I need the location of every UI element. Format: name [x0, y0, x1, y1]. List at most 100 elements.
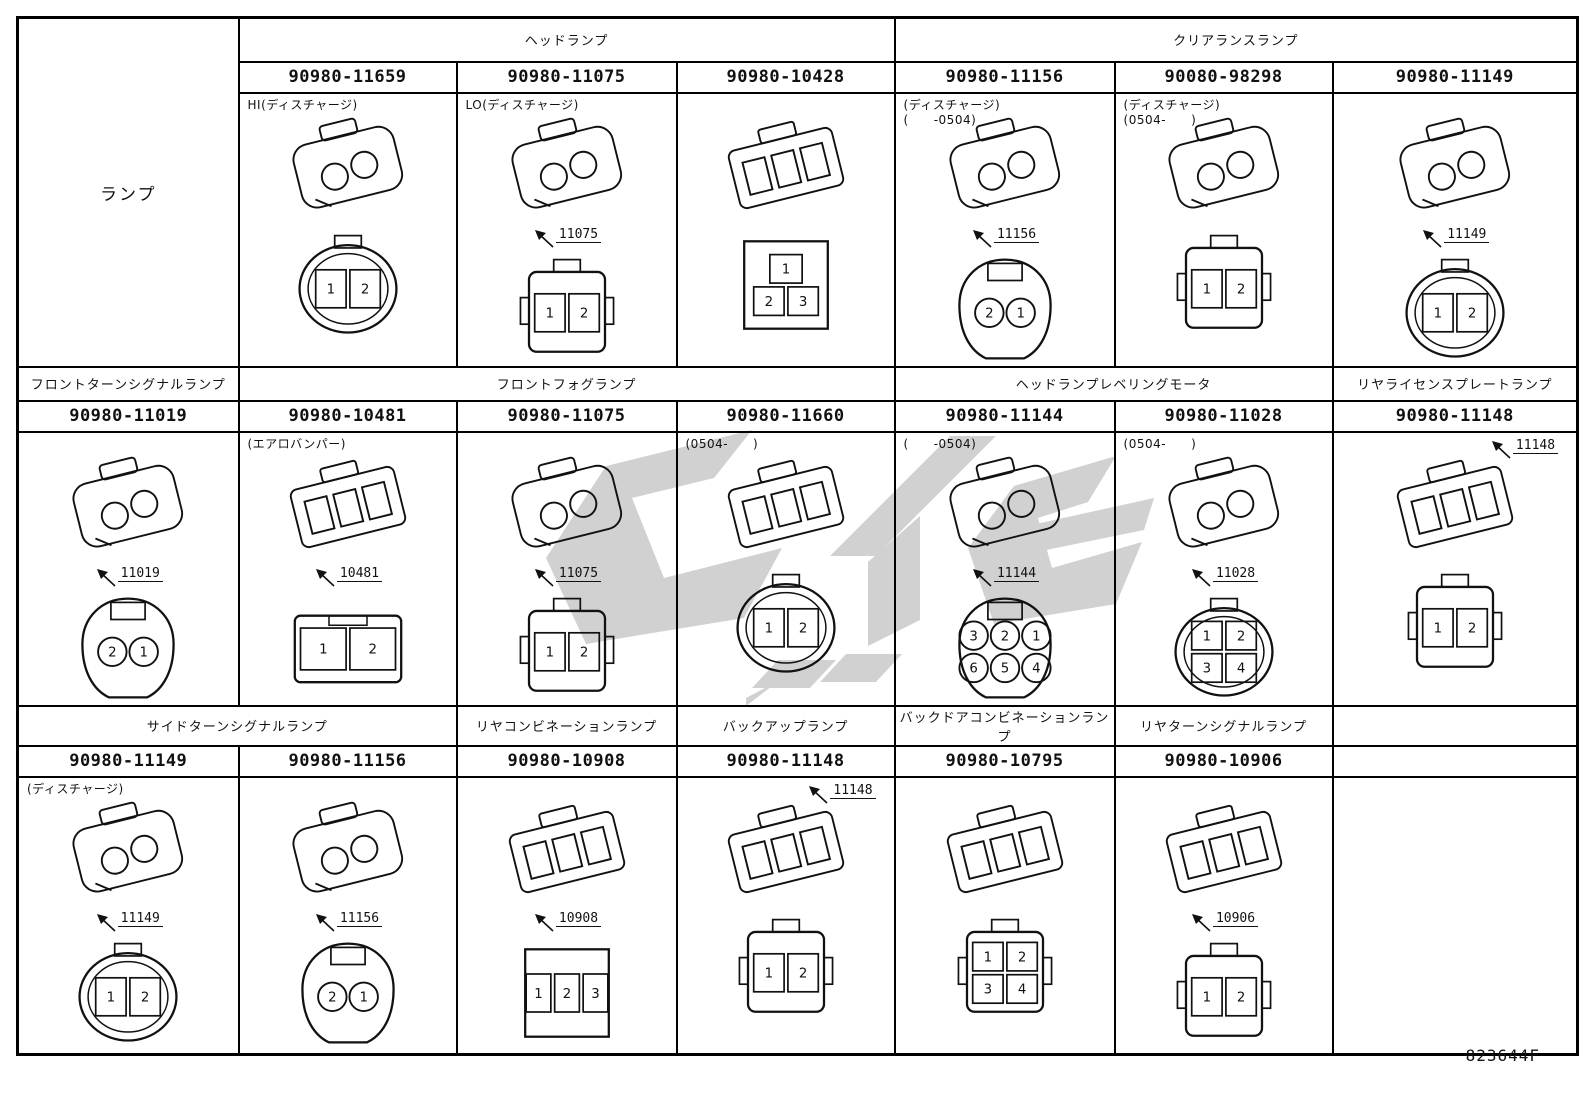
connector-iso-drawing	[1168, 117, 1279, 208]
part-number: 90980-11019	[16, 399, 240, 433]
group-header-rear-turn-signal-lamp: リヤターンシグナルランプ	[1113, 704, 1334, 747]
callout-arrow-icon	[534, 913, 554, 932]
callout-number: 11156	[993, 227, 1040, 244]
svg-text:1: 1	[140, 645, 148, 660]
cell-notes: (エアロバンパー)	[248, 437, 346, 453]
svg-text:2: 2	[985, 306, 993, 321]
callout-arrow-icon	[315, 913, 335, 932]
group-header-headlamp-leveling-motor: ヘッドランプレベリングモータ	[893, 365, 1334, 402]
svg-text:1: 1	[1202, 629, 1210, 644]
part-number: 90980-10908	[455, 744, 678, 778]
part-number: 90980-11660	[675, 399, 896, 433]
cell-note: (0504- )	[1123, 436, 1197, 451]
svg-text:3: 3	[1202, 661, 1210, 676]
callout-number: 11075	[555, 566, 602, 583]
connector-iso-view	[459, 114, 675, 226]
connector-iso-drawing	[1399, 117, 1510, 208]
svg-text:4: 4	[1236, 661, 1244, 676]
connector-iso-view	[679, 453, 893, 565]
part-number: 90980-10906	[1113, 744, 1334, 778]
cell-notes: (ディスチャージ)(0504- )	[1124, 98, 1221, 129]
connector-iso-view	[1117, 798, 1331, 910]
connector-iso-drawing	[72, 801, 184, 892]
callout-arrow-icon	[534, 568, 554, 587]
part-number: 90980-10795	[893, 744, 1116, 778]
connector-iso-drawing	[949, 456, 1060, 547]
svg-text:2: 2	[1000, 629, 1008, 644]
group-header-side-turn-signal-lamp: サイドターンシグナルランプ	[16, 704, 458, 747]
callout-number: 11149	[117, 911, 163, 928]
callout-arrow-icon	[1491, 440, 1511, 459]
cell-note: (ディスチャージ)	[903, 97, 1001, 112]
group-header-headlamp: ヘッドランプ	[237, 16, 896, 63]
connector-iso-view	[459, 453, 675, 565]
callout-arrow-icon	[96, 913, 116, 932]
callout-number: 11028	[1212, 566, 1259, 583]
group-header-front-fog-lamp: フロントフォグランプ	[237, 365, 896, 402]
cell-note: (エアロバンパー)	[247, 436, 346, 451]
cell-notes: (ディスチャージ)	[27, 782, 124, 798]
connector-iso-view	[241, 114, 455, 226]
callout-label: 10906	[1117, 911, 1331, 934]
connector-iso-drawing	[1396, 459, 1513, 548]
svg-text:2: 2	[1468, 306, 1476, 321]
callout-number: 11148	[830, 783, 876, 800]
group-header-backdoor-combination-lamp: バックドアコンビネーションランプ	[893, 704, 1116, 747]
connector-iso-view	[897, 114, 1113, 226]
connector-iso-drawing	[946, 804, 1063, 893]
part-number: 90980-11156	[893, 60, 1116, 94]
callout-arrow-icon	[96, 568, 116, 587]
group-header-rear-license-plate-lamp: リヤライセンスプレートランプ	[1331, 365, 1579, 402]
part-number: 90980-11075	[455, 399, 678, 433]
connector-iso-drawing	[72, 456, 184, 547]
cell-notes: (0504- )	[686, 437, 759, 453]
part-number: 90980-11149	[16, 744, 240, 778]
cell-note: (ディスチャージ)	[27, 781, 124, 796]
svg-text:2: 2	[764, 294, 772, 309]
connector-iso-view	[1335, 114, 1576, 226]
connector-iso-drawing	[949, 117, 1060, 208]
svg-text:1: 1	[983, 950, 991, 965]
connector-iso-drawing	[1168, 456, 1279, 547]
svg-text:1: 1	[545, 645, 553, 660]
svg-text:2: 2	[562, 986, 570, 1001]
svg-text:1: 1	[319, 642, 327, 657]
connector-iso-view	[1117, 114, 1331, 226]
svg-text:4: 4	[1032, 661, 1040, 676]
group-header-front-turn-signal-lamp: フロントターンシグナルランプ	[16, 365, 240, 402]
callout-arrow-icon	[972, 229, 992, 248]
callout-label: 11028	[1117, 566, 1331, 589]
cell-note: HI(ディスチャージ)	[247, 97, 358, 112]
group-header-clearance-lamp: クリアランスランプ	[893, 16, 1579, 63]
callout-number: 11019	[117, 566, 163, 583]
connector-iso-drawing	[289, 459, 406, 548]
callout-label: 11149	[20, 911, 237, 934]
connector-iso-view	[241, 798, 455, 910]
callout-number: 10906	[1212, 911, 1259, 928]
svg-text:5: 5	[1000, 661, 1008, 676]
document-code: 823644F	[1465, 1046, 1540, 1065]
svg-text:1: 1	[1032, 629, 1040, 644]
svg-text:3: 3	[969, 629, 977, 644]
